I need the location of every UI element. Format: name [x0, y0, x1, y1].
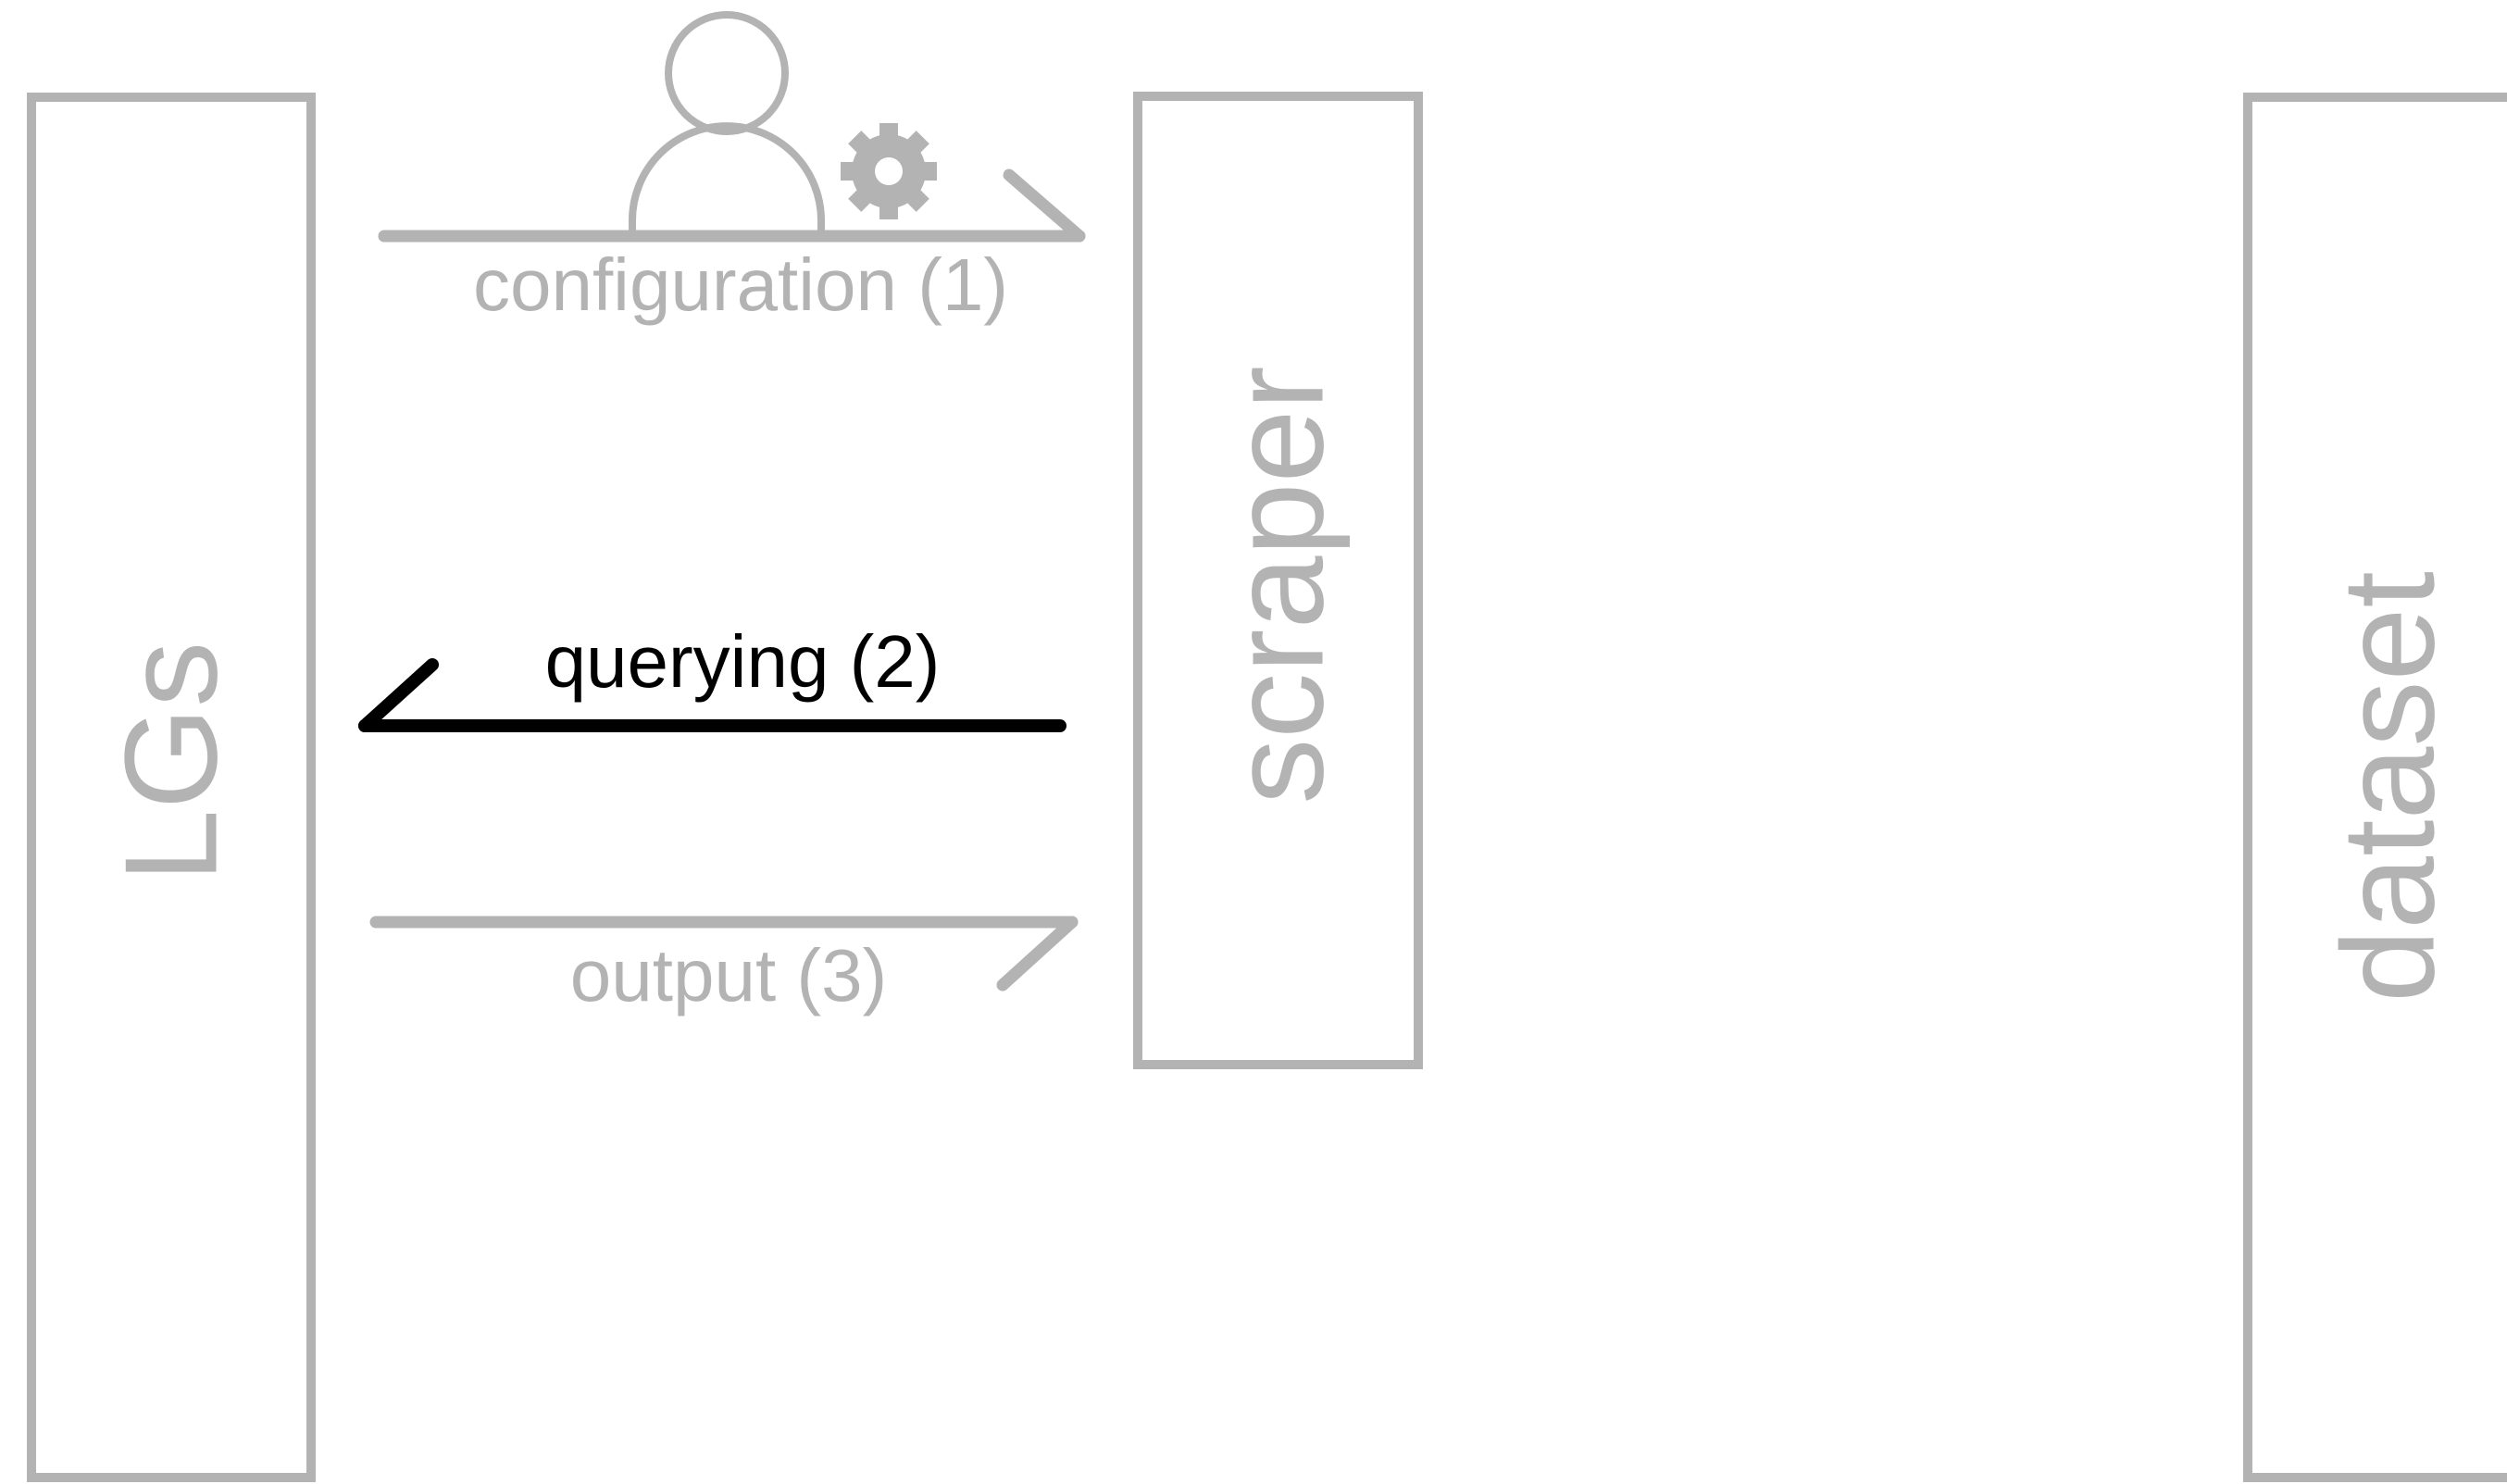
edge-configuration-arrowhead — [1003, 168, 1086, 243]
edge-output-arrowhead — [996, 916, 1079, 991]
user-head — [665, 11, 789, 135]
edge-output: output (3) — [369, 916, 1079, 1016]
node-dataset-box — [2243, 93, 2507, 1482]
node-lgs: LGs — [27, 93, 316, 1482]
node-scraper-label: scraper — [1204, 366, 1352, 804]
edge-output-label: output (3) — [570, 934, 887, 1016]
edge-configuration: configuration (1) — [378, 11, 1086, 326]
gear-icon — [841, 123, 937, 219]
user-body — [629, 122, 825, 236]
edge-querying-arrowhead — [358, 658, 439, 732]
node-lgs-label: LGs — [98, 642, 245, 882]
node-scraper: scraper — [1133, 92, 1423, 1069]
node-dataset: dataset — [2243, 93, 2507, 1482]
edge-querying: querying (2) — [358, 620, 1066, 732]
edge-configuration-label: configuration (1) — [473, 243, 1008, 326]
node-dataset-label: dataset — [2315, 571, 2463, 1003]
node-lgs-box — [27, 93, 316, 1482]
user-gear-icon — [629, 11, 937, 236]
edge-querying-label: querying (2) — [545, 620, 941, 703]
node-scraper-box — [1133, 92, 1423, 1069]
